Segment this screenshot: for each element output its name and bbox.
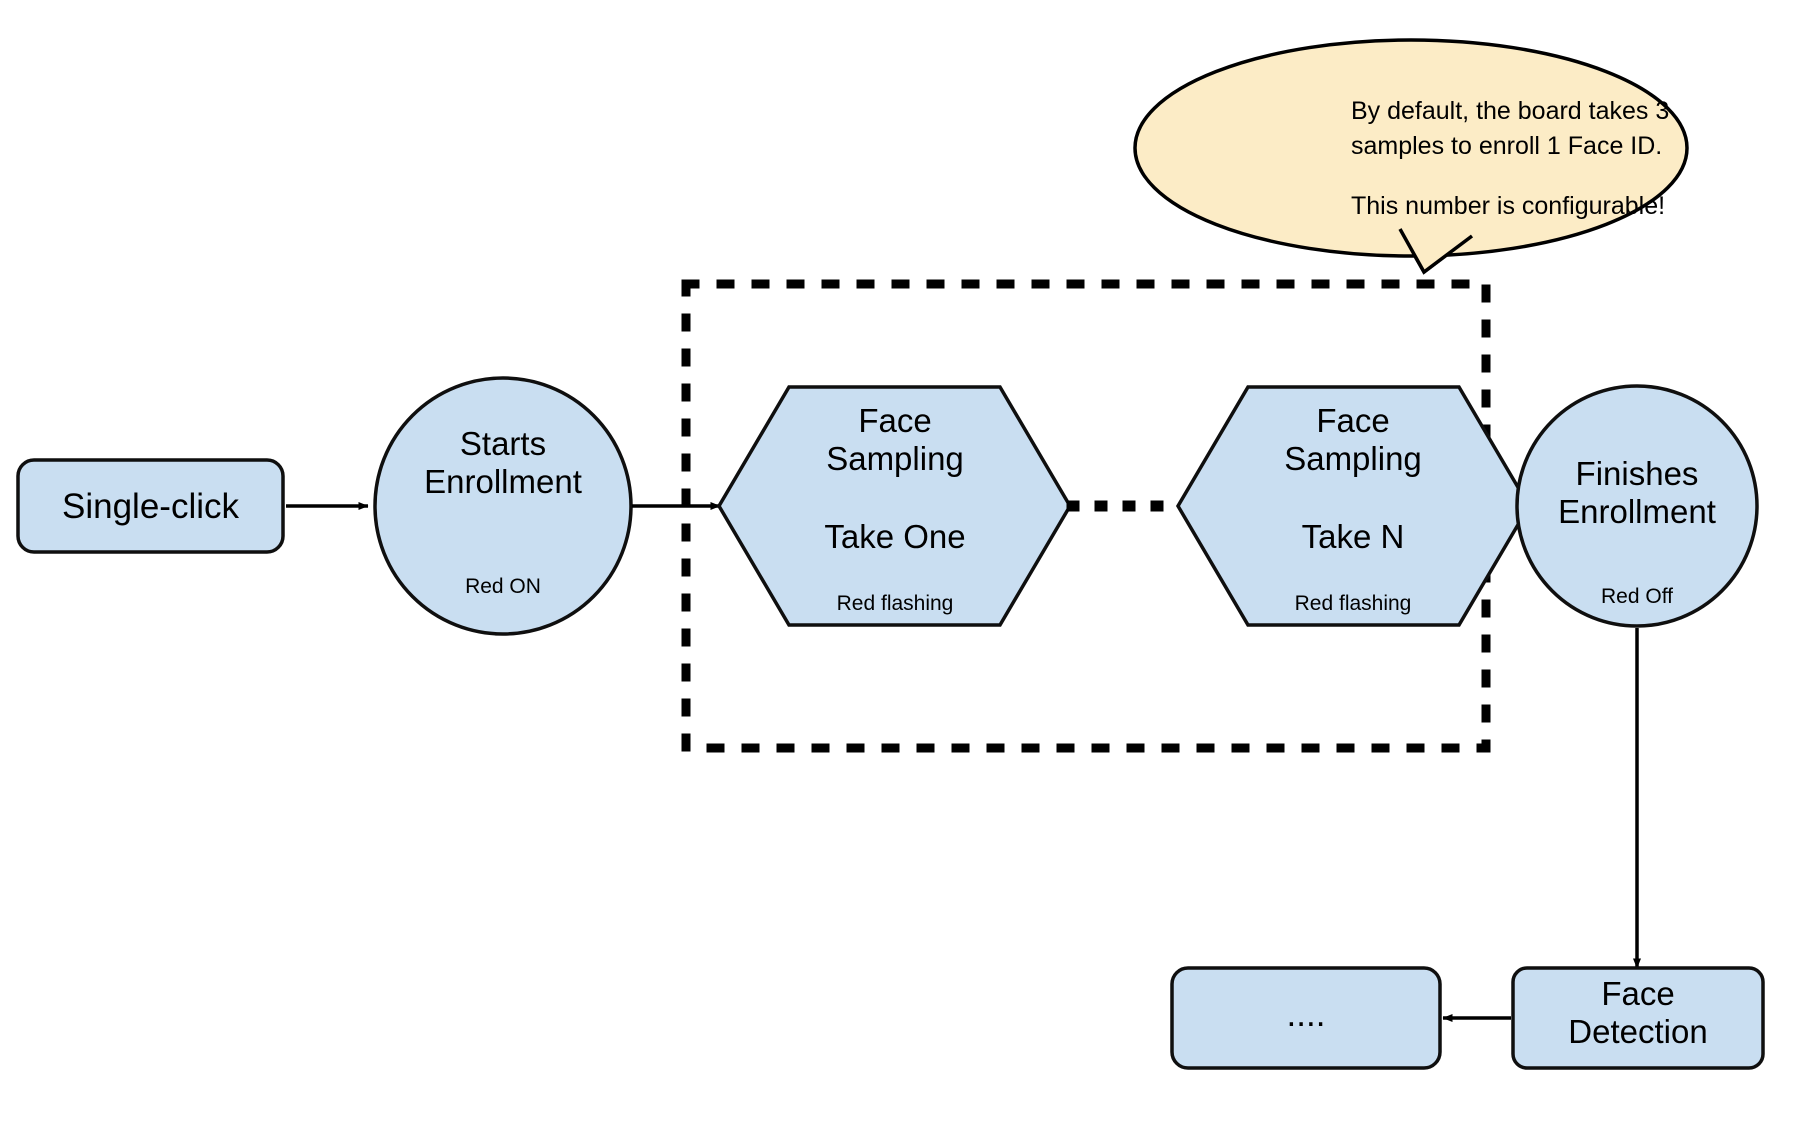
ellipsis-box-shape[interactable] <box>1170 966 1442 1070</box>
callout-line-1: By default, the board takes 3 <box>1351 97 1670 125</box>
callout-line-3: This number is configurable! <box>1351 192 1666 220</box>
starts-enrollment-shape[interactable] <box>373 376 633 636</box>
callout-line-2: samples to enroll 1 Face ID. <box>1351 132 1663 160</box>
face-detection-shape[interactable] <box>1511 966 1765 1070</box>
single-click-shape[interactable] <box>16 458 285 554</box>
face-sampling-one-shape[interactable] <box>716 385 1073 627</box>
callout-tail-outline <box>1398 228 1474 275</box>
callout-balloon <box>1133 38 1689 258</box>
face-sampling-n-shape[interactable] <box>1175 385 1532 627</box>
finishes-enrollment-shape[interactable] <box>1515 384 1759 628</box>
